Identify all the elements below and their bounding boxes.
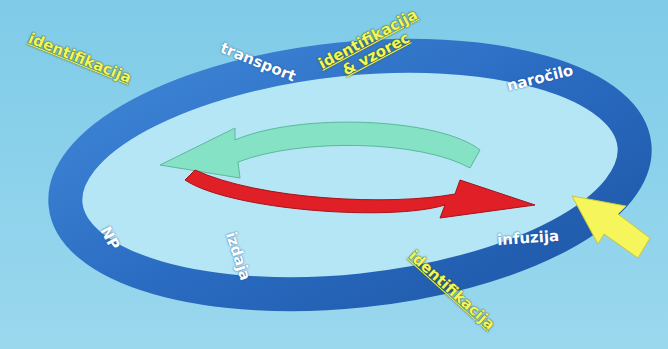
step-label: infuzija <box>496 228 559 249</box>
green-cycle-arrow <box>160 122 480 178</box>
red-cycle-arrow <box>185 170 535 218</box>
entry-arrow <box>572 196 650 258</box>
